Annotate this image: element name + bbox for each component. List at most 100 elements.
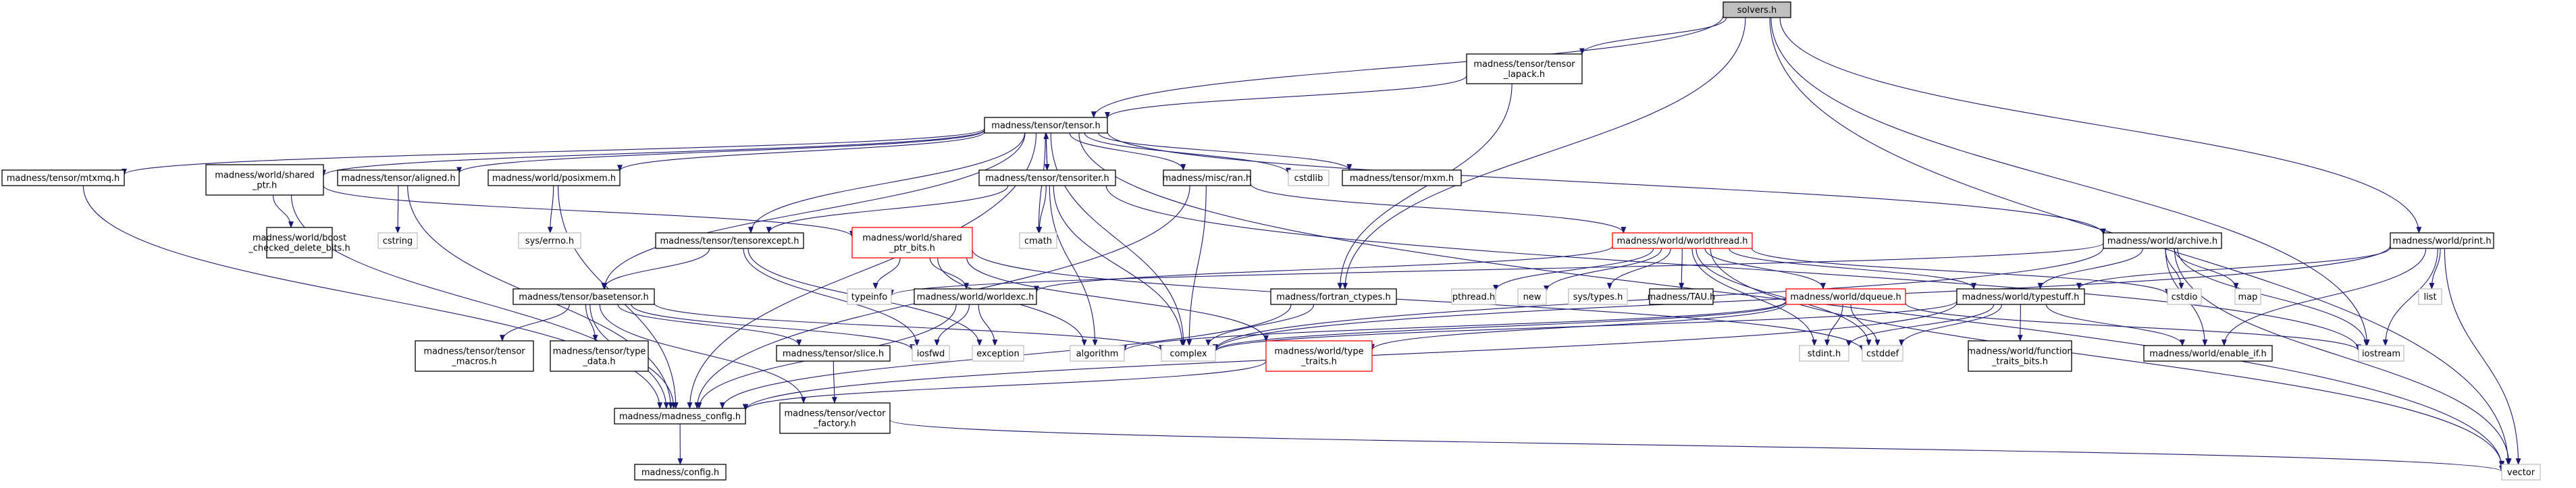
edge-worldthread-to-stdint bbox=[1691, 248, 1817, 346]
node-label: _factory.h bbox=[813, 419, 856, 429]
node-vector[interactable]: vector bbox=[2501, 464, 2541, 481]
node-box bbox=[205, 164, 324, 196]
node-tau[interactable]: madness/TAU.h bbox=[1648, 288, 1716, 305]
edge-tensor-lapack-to-tensor bbox=[1105, 75, 1467, 119]
edge-tensorexcept-to-iosfwd bbox=[743, 248, 920, 346]
node-label: sys/types.h bbox=[1573, 292, 1623, 302]
node-label: iosfwd bbox=[917, 349, 945, 359]
node-label: solvers.h bbox=[1737, 5, 1777, 16]
edge-basetensor-to-iosfwd bbox=[631, 304, 915, 351]
node-label: madness/fortran_ctypes.h bbox=[1276, 292, 1390, 302]
node-box bbox=[1466, 53, 1583, 84]
node-config[interactable]: madness/config.h bbox=[634, 464, 727, 481]
node-typestuff[interactable]: madness/world/typestuff.h bbox=[1956, 288, 2085, 305]
node-shared-ptr-bits[interactable]: madness/world/shared_ptr_bits.h bbox=[851, 227, 973, 259]
node-box bbox=[2103, 232, 2222, 249]
edge-slice-to-vector-factory bbox=[831, 360, 837, 404]
node-new[interactable]: new bbox=[1517, 288, 1547, 305]
node-box bbox=[2234, 288, 2261, 305]
node-algorithm[interactable]: algorithm bbox=[1070, 345, 1125, 362]
node-posixmem[interactable]: madness/world/posixmem.h bbox=[488, 169, 621, 186]
edge-basetensor-to-complex bbox=[654, 303, 1164, 352]
node-box bbox=[1799, 345, 1849, 362]
node-iostream[interactable]: iostream bbox=[2358, 345, 2404, 362]
node-mxm[interactable]: madness/tensor/mxm.h bbox=[1342, 169, 1462, 186]
edge-tensor-lapack-to-fortran-ctypes bbox=[1337, 83, 1513, 290]
node-stdint[interactable]: stdint.h bbox=[1799, 345, 1849, 362]
node-tensorexcept[interactable]: madness/tensor/tensorexcept.h bbox=[655, 232, 804, 249]
edge-typestuff-to-func-traits bbox=[2017, 304, 2023, 342]
node-tensor-macros[interactable]: madness/tensor/tensor_macros.h bbox=[415, 340, 534, 372]
node-box bbox=[2358, 345, 2404, 362]
edge-tensor-to-tensorexcept bbox=[748, 132, 1026, 234]
node-label: madness/world/shared bbox=[862, 234, 962, 244]
node-label: madness/tensor/mxm.h bbox=[1350, 173, 1454, 184]
edge-ran-to-worldthread bbox=[1250, 183, 1627, 234]
node-label: madness/tensor/tensoriter.h bbox=[985, 173, 1109, 184]
edge-shared-ptr-bits-to-worldexc bbox=[929, 257, 970, 290]
node-box bbox=[978, 169, 1116, 186]
node-label: madness/world/enable_if.h bbox=[2149, 349, 2266, 359]
node-type-traits[interactable]: madness/world/type_traits.h bbox=[1265, 340, 1373, 372]
node-type-data[interactable]: madness/tensor/type_data.h bbox=[550, 340, 649, 372]
node-cstdlib[interactable]: cstdlib bbox=[1288, 169, 1330, 186]
node-tensor-lapack[interactable]: madness/tensor/tensor_lapack.h bbox=[1466, 53, 1583, 84]
edge-tensor-to-basetensor bbox=[602, 132, 1026, 290]
node-basetensor[interactable]: madness/tensor/basetensor.h bbox=[512, 288, 655, 305]
node-box bbox=[1019, 232, 1057, 249]
node-label: madness/tensor/aligned.h bbox=[341, 173, 455, 184]
edge-tensor-to-aligned bbox=[456, 130, 985, 174]
node-tensoriter[interactable]: madness/tensor/tensoriter.h bbox=[978, 169, 1116, 186]
edge-worldthread-to-pthread bbox=[1493, 248, 1654, 292]
node-label: madness/world/shared bbox=[215, 171, 315, 181]
node-madness-config[interactable]: madness/madness_config.h bbox=[614, 408, 746, 425]
node-box bbox=[415, 340, 534, 372]
node-box bbox=[1956, 288, 2085, 305]
node-mtxmq[interactable]: madness/tensor/mtxmq.h bbox=[1, 169, 125, 186]
node-map[interactable]: map bbox=[2234, 288, 2261, 305]
node-vector-factory[interactable]: madness/tensor/vector_factory.h bbox=[779, 402, 891, 434]
node-slice[interactable]: madness/tensor/slice.h bbox=[776, 345, 891, 362]
node-aligned[interactable]: madness/tensor/aligned.h bbox=[337, 169, 460, 186]
node-label: madness/TAU.h bbox=[1648, 292, 1716, 302]
node-fortran-ctypes[interactable]: madness/fortran_ctypes.h bbox=[1270, 288, 1397, 305]
node-systypes[interactable]: sys/types.h bbox=[1568, 288, 1628, 305]
edge-worldthread-to-tau bbox=[1679, 248, 1685, 290]
node-iosfwd[interactable]: iosfwd bbox=[912, 345, 950, 362]
edge-tensor-to-mxm bbox=[1098, 132, 1352, 171]
node-func-traits[interactable]: madness/world/function_traits_bits.h bbox=[1967, 340, 2073, 372]
node-pthread[interactable]: pthread.h bbox=[1451, 288, 1496, 305]
edge-tensoriter-to-tensorexcept bbox=[766, 185, 1009, 234]
node-enable-if[interactable]: madness/world/enable_if.h bbox=[2143, 345, 2273, 362]
edge-tensor-to-posixmem bbox=[617, 131, 985, 172]
node-list[interactable]: list bbox=[2418, 288, 2442, 305]
node-cstring[interactable]: cstring bbox=[377, 232, 418, 249]
node-box bbox=[1, 169, 125, 186]
node-label: sys/errno.h bbox=[525, 236, 574, 246]
node-complex[interactable]: complex bbox=[1161, 345, 1216, 362]
node-cmath[interactable]: cmath bbox=[1019, 232, 1057, 249]
node-cstdio[interactable]: cstdio bbox=[2167, 288, 2202, 305]
node-box bbox=[488, 169, 621, 186]
node-worldexc[interactable]: madness/world/worldexc.h bbox=[914, 288, 1037, 305]
node-cstddef[interactable]: cstddef bbox=[1862, 345, 1903, 362]
node-dqueue[interactable]: madness/world/dqueue.h bbox=[1785, 288, 1906, 305]
edge-type-traits-to-madness-config bbox=[743, 360, 1267, 411]
node-errno[interactable]: sys/errno.h bbox=[518, 232, 581, 249]
node-tensor[interactable]: madness/tensor/tensor.h bbox=[984, 117, 1108, 134]
node-exception[interactable]: exception bbox=[972, 345, 1024, 362]
node-ran[interactable]: madness/misc/ran.h bbox=[1163, 169, 1252, 186]
node-label: list bbox=[2423, 292, 2436, 302]
node-archive[interactable]: madness/world/archive.h bbox=[2103, 232, 2222, 249]
node-label: madness/tensor/tensor.h bbox=[991, 121, 1100, 131]
node-box bbox=[1265, 340, 1373, 372]
node-typeinfo[interactable]: typeinfo bbox=[847, 288, 892, 305]
node-box bbox=[377, 232, 418, 249]
node-worldthread[interactable]: madness/world/worldthread.h bbox=[1612, 232, 1753, 249]
node-box bbox=[1723, 1, 1791, 18]
edge-dqueue-to-algorithm bbox=[1122, 300, 1787, 352]
node-boost-delete[interactable]: madness/world/boost_checked_delete_bits.… bbox=[248, 227, 350, 259]
node-shared-ptr[interactable]: madness/world/shared_ptr.h bbox=[205, 164, 324, 196]
node-print[interactable]: madness/world/print.h bbox=[2390, 232, 2494, 249]
node-box bbox=[914, 288, 1037, 305]
